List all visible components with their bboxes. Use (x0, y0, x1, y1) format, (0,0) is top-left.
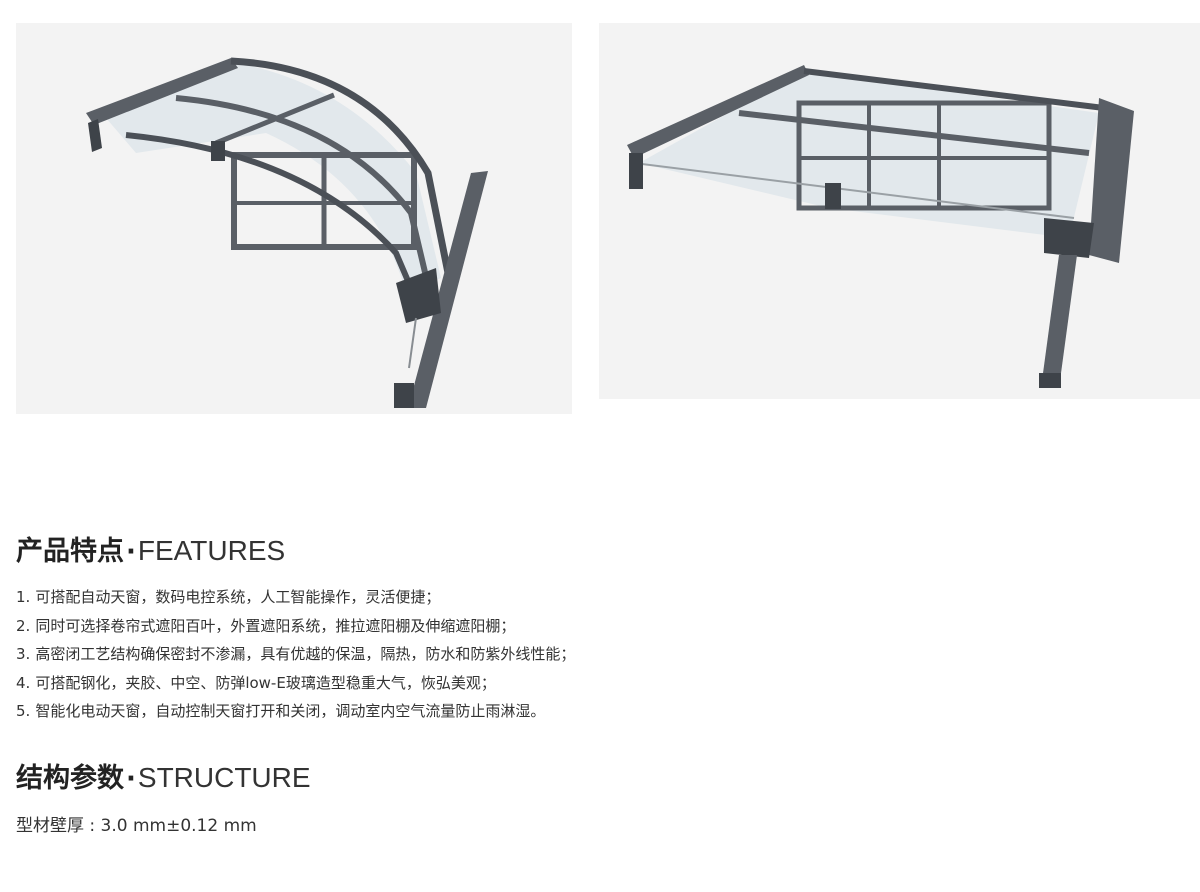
curved-skylight-image (16, 23, 572, 414)
features-title: 产品特点·FEATURES (16, 535, 286, 567)
feature-item: 3.高密闭工艺结构确保密封不渗漏，具有优越的保温，隔热，防水和防紫外线性能； (16, 640, 575, 669)
feature-item-number: 3. (16, 645, 31, 663)
feature-item-number: 4. (16, 673, 31, 692)
feature-item-number: 1. (16, 588, 31, 606)
feature-item: 2.同时可选择卷帘式遮阳百叶，外置遮阳系统，推拉遮阳棚及伸缩遮阳棚； (16, 612, 575, 641)
feature-item-number: 5. (16, 702, 31, 720)
feature-item-text: 高密闭工艺结构确保密封不渗漏，具有优越的保温，隔热，防水和防紫外线性能； (35, 645, 576, 663)
feature-item: 4.可搭配钢化，夹胶、中空、防弹low-E玻璃造型稳重大气，恢弘美观； (16, 669, 575, 698)
feature-list: 1.可搭配自动天窗，数码电控系统，人工智能操作，灵活便捷； 2.同时可选择卷帘式… (16, 583, 575, 726)
structure-title-en: STRUCTURE (137, 762, 311, 793)
feature-item: 1.可搭配自动天窗，数码电控系统，人工智能操作，灵活便捷； (16, 583, 575, 612)
flat-skylight-image (599, 23, 1200, 399)
feature-item-number: 2. (16, 616, 31, 635)
flat-skylight-render-icon (627, 65, 1134, 388)
feature-item-text: 同时可选择卷帘式遮阳百叶，外置遮阳系统，推拉遮阳棚及伸缩遮阳棚； (35, 616, 516, 635)
structure-title-separator: · (126, 764, 136, 794)
curved-skylight-render-icon (86, 57, 488, 408)
features-title-separator: · (126, 537, 136, 567)
features-title-cn: 产品特点 (16, 536, 124, 567)
features-title-en: FEATURES (137, 535, 286, 566)
feature-item-text: 可搭配自动天窗，数码电控系统，人工智能操作，灵活便捷； (35, 588, 441, 606)
feature-item: 5.智能化电动天窗，自动控制天窗打开和关闭，调动室内空气流量防止雨淋湿。 (16, 697, 575, 726)
feature-item-text: 可搭配钢化，夹胶、中空、防弹low-E玻璃造型稳重大气，恢弘美观； (35, 673, 496, 692)
structure-title: 结构参数·STRUCTURE (16, 762, 311, 794)
structure-title-cn: 结构参数 (16, 763, 124, 794)
wall-thickness-spec: 型材壁厚 : 3.0 mm±0.12 mm (16, 816, 257, 836)
feature-item-text: 智能化电动天窗，自动控制天窗打开和关闭，调动室内空气流量防止雨淋湿。 (35, 702, 546, 720)
